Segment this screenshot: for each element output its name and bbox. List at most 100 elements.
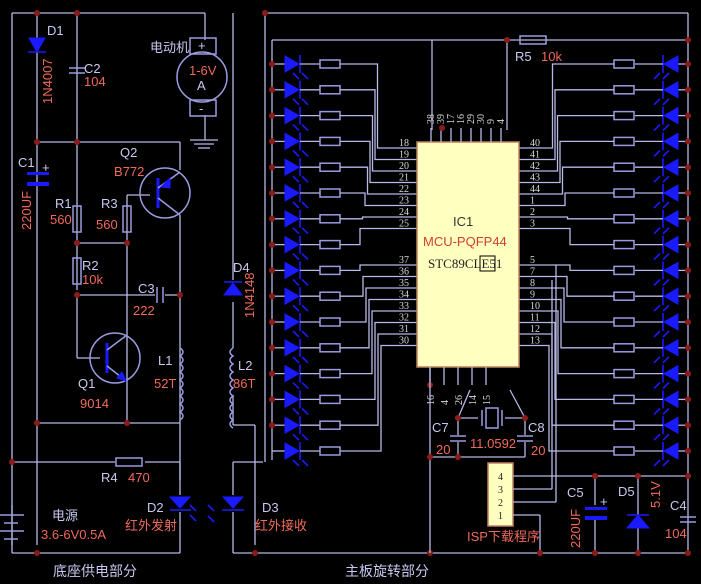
led-icon	[284, 364, 301, 383]
c1-ref: C1	[18, 155, 35, 170]
led-row-left	[272, 344, 417, 467]
led-row-left	[269, 132, 417, 184]
led-icon	[284, 184, 301, 202]
motor-sub: A	[197, 78, 206, 93]
power-base-wires	[11, 12, 206, 554]
svg-text:+: +	[42, 160, 50, 175]
d4-ref: D4	[233, 260, 250, 275]
ic1-pin-label: 33	[399, 301, 409, 312]
led-resistor	[319, 291, 341, 301]
led-resistor	[319, 59, 341, 69]
ic1-pin-label: 22	[399, 184, 409, 195]
led-resistor	[613, 420, 635, 430]
ic1-part-prefix: STC89C	[428, 256, 474, 271]
led-icon	[284, 235, 301, 254]
ic1-pin-label: 36	[399, 267, 409, 278]
ic1-pin-label: 42	[530, 161, 540, 172]
led-resistor	[319, 162, 341, 172]
c1-value: 220UF	[19, 191, 34, 230]
power-value: 3.6-6V0.5A	[41, 527, 106, 542]
middle-wires	[232, 13, 688, 554]
led-row-left	[269, 227, 417, 261]
ic1-pin-label: 25	[399, 219, 409, 230]
led-icon	[284, 390, 301, 409]
capacitor-c2: C2 104	[69, 61, 106, 89]
c5-ref: C5	[567, 485, 584, 500]
left-led-column	[269, 55, 417, 467]
led-row-right	[519, 321, 691, 415]
diode-d4: D4 1N4148	[223, 260, 257, 318]
ic1-pin-label: 26	[454, 395, 465, 405]
led-icon	[662, 390, 679, 409]
led-row-left	[269, 275, 417, 312]
led-resistor	[319, 368, 341, 379]
resistor-r2: R2 10k	[72, 257, 103, 287]
inductor-l1: L1 52T	[154, 347, 184, 421]
ic1-pin-label: 3	[530, 219, 535, 230]
ic1-pin-label: 40	[530, 138, 540, 149]
capacitor-c3: C3 222	[133, 281, 164, 318]
led-row-left	[269, 80, 417, 161]
motor-plus: +	[198, 38, 206, 53]
led-row-left	[269, 310, 417, 390]
c2-ref: C2	[84, 61, 101, 76]
led-resistor	[319, 85, 341, 95]
ic1-pin-label: 11	[530, 313, 540, 324]
led-row-left	[269, 287, 417, 338]
transistor-q2: Q2 B772	[114, 145, 191, 219]
crystal-value: 11.0592	[470, 436, 516, 451]
ic1-part-suffix: 51	[489, 256, 502, 271]
d1-value: 1N4007	[40, 58, 55, 104]
rotor-main-wires	[264, 12, 689, 553]
led-resistor	[613, 188, 635, 198]
led-icon	[662, 313, 679, 331]
section-label-rotor-main: 主板旋转部分	[345, 564, 429, 580]
led-resistor	[613, 110, 635, 121]
ic1-pin-label: 20	[399, 161, 409, 172]
led-row-right	[519, 344, 691, 467]
l1-value: 52T	[154, 376, 176, 391]
led-resistor	[319, 446, 341, 456]
r3-value: 560	[96, 217, 118, 232]
led-resistor	[613, 265, 635, 276]
led-row-right	[519, 209, 691, 235]
inductor-l2: L2 86T	[229, 347, 255, 429]
led-resistor	[613, 291, 635, 301]
led-resistor	[613, 214, 635, 224]
led-icon	[662, 158, 679, 177]
led-icon	[284, 416, 301, 435]
ic1-pin-label: 39	[436, 114, 447, 124]
d4-value: 1N4148	[242, 272, 257, 318]
ic1-pin-label: 5	[530, 255, 535, 266]
isp-header[interactable]: 4 3 2 1 ISP下载程序	[467, 265, 688, 556]
led-icon	[662, 132, 679, 151]
led-resistor	[613, 162, 635, 172]
motor-minus: -	[199, 101, 203, 116]
led-row-right	[519, 310, 691, 390]
power-label: 电源	[52, 508, 78, 523]
led-resistor	[319, 343, 341, 353]
crystal-circuit: C7 20 C8 20 11.0592	[427, 367, 545, 553]
led-row-right	[519, 287, 691, 338]
led-icon	[284, 132, 301, 151]
led-row-left	[269, 184, 417, 209]
transistor-q1: Q1 9014	[78, 332, 141, 411]
led-row-right	[519, 106, 691, 172]
ic1-pin-label: 15	[482, 395, 493, 405]
led-row-right	[519, 227, 691, 261]
capacitor-c1: + C1 220UF	[18, 155, 50, 230]
ic1-pin-label: 4	[440, 400, 451, 405]
ic1-pin-label: 38	[426, 114, 437, 124]
q1-value: 9014	[80, 396, 109, 411]
ir-receiver-d3: D3 红外接收	[207, 496, 307, 533]
section-label-power-base: 底座供电部分	[53, 564, 137, 580]
r1-value: 560	[50, 212, 72, 227]
led-resistor	[613, 394, 635, 405]
led-icon	[662, 106, 679, 125]
ic1-pin-label: 2	[530, 207, 535, 218]
led-resistor	[613, 368, 635, 379]
ic1-pin-label: 35	[399, 278, 409, 289]
c4-ref: C4	[670, 498, 687, 513]
